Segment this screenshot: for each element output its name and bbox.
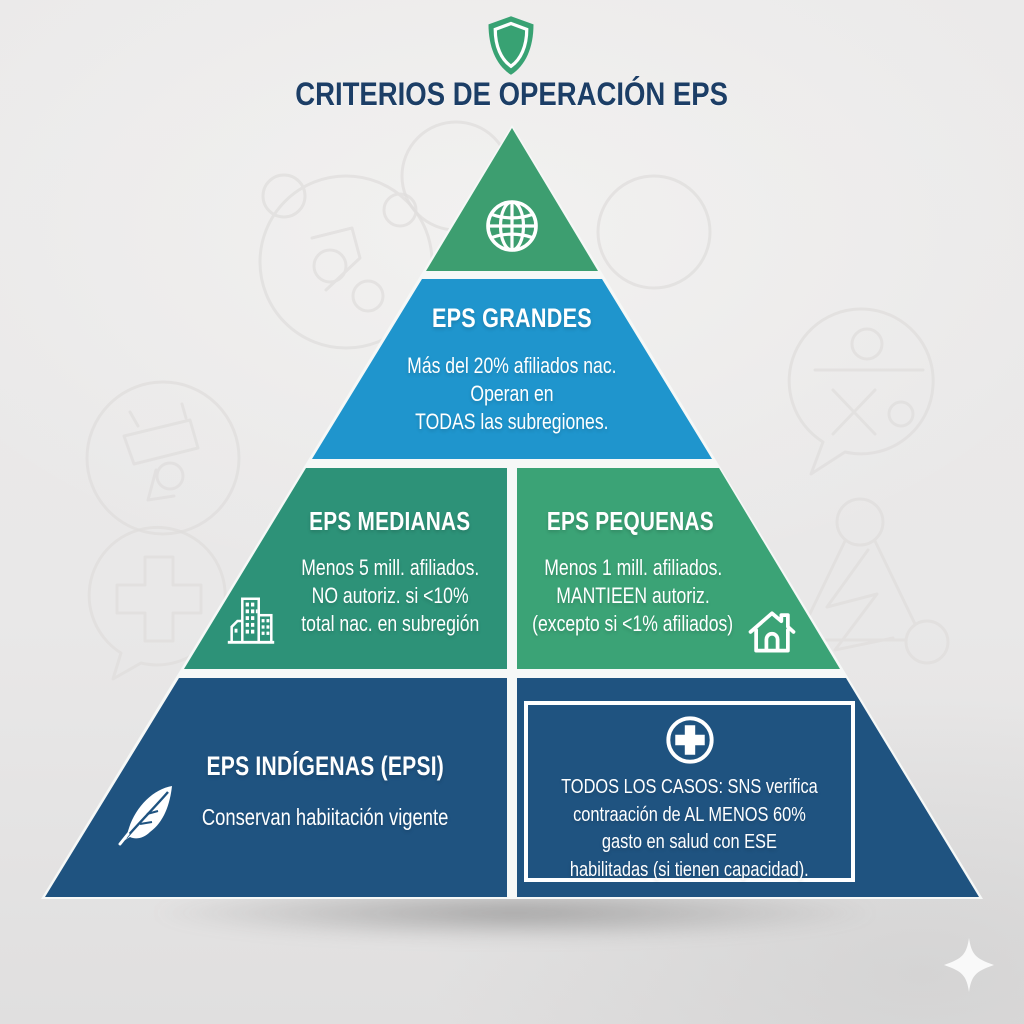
level3-left-title-text: EPS MEDIANAS [309, 506, 471, 536]
page-title: CRITERIOS DE OPERACIÓN EPS [0, 76, 1024, 113]
todos-los-casos-line: habilitadas (si tienen capacidad). [570, 857, 809, 881]
level2-body: Más del 20% afiliados nac. Operan en TOD… [0, 352, 1024, 436]
level3-right-title-text: EPS PEQUENAS [546, 506, 715, 536]
lab-tool-watermark-icon [78, 378, 248, 553]
shield-icon [484, 14, 538, 83]
sparkle-icon [940, 936, 998, 999]
building-icon [222, 592, 280, 655]
todos-los-casos-line: contraación de AL MENOS 60% [573, 802, 806, 826]
level2-title: EPS GRANDES [0, 303, 1024, 334]
level4-left-title: EPS INDÍGENAS (EPSI) [145, 751, 505, 782]
level3-left-line: total nac. en subregión [300, 611, 480, 636]
level3-left-line: NO autoriz. si <10% [311, 583, 469, 608]
level3-right-title: EPS PEQUENAS [478, 506, 783, 537]
level3-right-line: (excepto si <1% afiliados) [532, 611, 734, 636]
globe-icon [482, 196, 542, 261]
todos-los-casos-line: TODOS LOS CASOS: SNS verifica [561, 775, 818, 798]
level3-right-body: Menos 1 mill. afiliados. MANTIEEN autori… [473, 554, 793, 638]
level2-line: TODAS las subregiones. [415, 409, 609, 434]
level4-left-title-text: EPS INDÍGENAS (EPSI) [206, 751, 444, 781]
level3-left-title: EPS MEDIANAS [240, 506, 540, 537]
feather-icon [112, 780, 180, 853]
page-title-text: CRITERIOS DE OPERACIÓN EPS [295, 76, 729, 112]
house-icon [744, 603, 800, 664]
math-chat-watermark-icon [775, 298, 955, 488]
todos-los-casos-body: TODOS LOS CASOS: SNS verifica contraació… [529, 773, 850, 883]
level3-left-body: Menos 5 mill. afiliados. NO autoriz. si … [225, 554, 555, 638]
level3-right-line: MANTIEEN autoriz. [556, 583, 710, 608]
todos-los-casos-line: gasto en salud con ESE [601, 830, 778, 853]
circle-watermark-icon [592, 170, 717, 300]
pyramid-shadow [30, 886, 1000, 976]
level3-right-line: Menos 1 mill. afiliados. [543, 555, 723, 580]
level3-left-line: Menos 5 mill. afiliados. [300, 555, 480, 580]
todos-los-casos-box: TODOS LOS CASOS: SNS verifica contraació… [524, 701, 855, 882]
level2-title-text: EPS GRANDES [432, 303, 592, 333]
level4-left-line: Conservan habiitación vigente [201, 804, 449, 830]
level2-line: Más del 20% afiliados nac. [407, 353, 617, 378]
level2-line: Operan en [470, 381, 554, 406]
level4-left-body: Conservan habiitación vigente [145, 804, 505, 831]
medical-cross-icon [664, 714, 716, 771]
